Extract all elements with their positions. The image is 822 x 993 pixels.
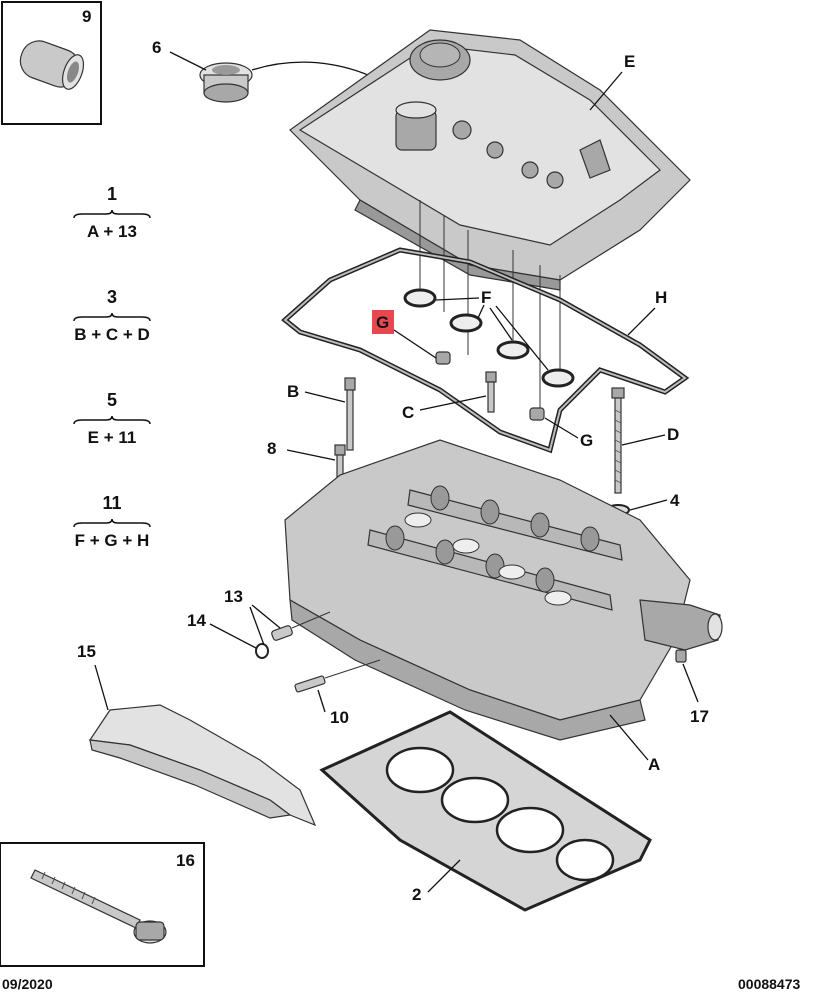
highlight-marker [372, 310, 394, 334]
formula-expression: A + 13 [87, 222, 137, 241]
callout-B: B [287, 382, 299, 401]
formula-expression: B + C + D [74, 325, 150, 344]
callout-2: 2 [412, 885, 421, 904]
cover-gasket [281, 247, 690, 454]
formula-brace [73, 518, 151, 528]
long-bolt-icon [30, 869, 167, 944]
seal-ring-14 [255, 643, 269, 659]
callout-8: 8 [267, 439, 276, 458]
head-gasket [319, 710, 652, 912]
callout-E: E [624, 52, 635, 71]
callout-C: C [402, 403, 414, 422]
footer-reference: 00088473 [738, 976, 801, 992]
callout-17: 17 [690, 707, 709, 726]
assembly-formulas: 1 A + 13 3 B + C + D 5 E + 11 11 F + G + H [73, 184, 151, 550]
callout-14: 14 [187, 611, 206, 630]
footer-date: 09/2020 [2, 976, 53, 992]
callout-A: A [648, 755, 660, 774]
formula-number: 5 [107, 390, 117, 410]
formula-expression: E + 11 [88, 428, 137, 447]
callout-D: D [667, 425, 679, 444]
grommets [435, 351, 545, 421]
callout-H: H [655, 288, 667, 307]
formula-entry: 5 E + 11 [73, 390, 151, 447]
plug-17 [675, 649, 687, 663]
callout-13: 13 [224, 587, 243, 606]
formula-entry: 3 B + C + D [73, 287, 151, 344]
inset-box-part-9: 9 [1, 1, 102, 125]
formula-brace [73, 312, 151, 322]
formula-number: 3 [107, 287, 117, 307]
valve-cover [289, 29, 691, 291]
callout-4: 4 [670, 491, 680, 510]
callout-F: F [481, 288, 491, 307]
camshafts [367, 485, 623, 611]
bolt-B [344, 377, 356, 451]
tappet-bores [404, 512, 572, 606]
inset-box-part-16: 16 [0, 842, 205, 967]
formula-number: 11 [102, 493, 121, 513]
spark-plug-seal-rings [403, 288, 575, 388]
callout-16: 16 [176, 851, 195, 870]
formula-expression: F + G + H [75, 531, 150, 550]
callout-G: G [580, 431, 593, 450]
fitting-13 [271, 611, 331, 641]
bolt-C [485, 371, 497, 413]
formula-brace [73, 415, 151, 425]
bolt-D [611, 387, 625, 494]
formula-entry: 1 A + 13 [73, 184, 151, 241]
heat-shield [88, 704, 317, 827]
formula-number: 1 [107, 184, 117, 204]
callout-15: 15 [77, 642, 96, 661]
cylinder-head [284, 439, 723, 741]
sleeve-icon [19, 40, 85, 90]
callout-10: 10 [330, 708, 349, 727]
formula-entry: 11 F + G + H [73, 493, 151, 550]
callout-G-highlighted: G [376, 313, 389, 332]
callout-6: 6 [152, 38, 161, 57]
callout-9: 9 [82, 7, 91, 26]
stud-10 [294, 659, 381, 693]
oil-filler-cap [199, 62, 253, 103]
formula-brace [73, 209, 151, 219]
